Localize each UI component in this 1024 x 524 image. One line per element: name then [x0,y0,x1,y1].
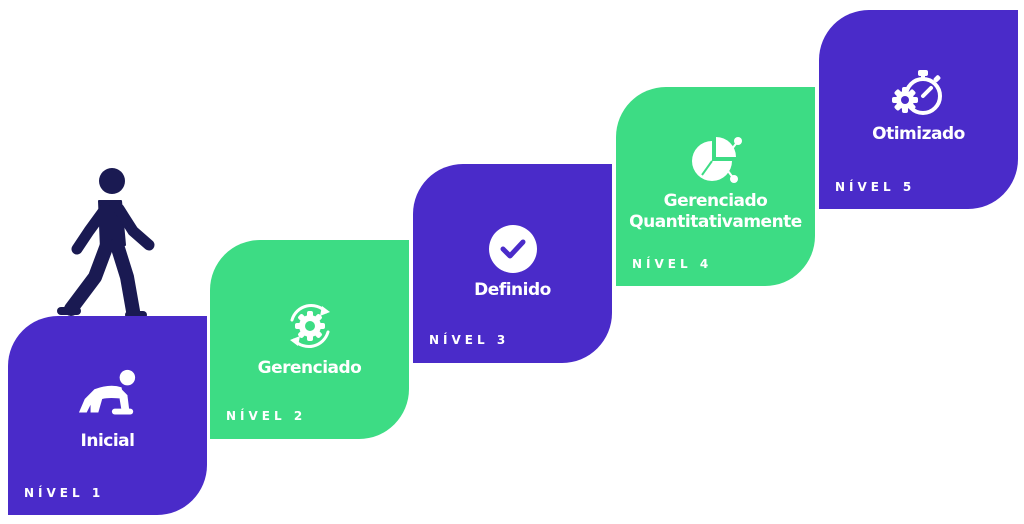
step-level-2: Gerenciado NÍVEL 2 [210,240,409,439]
step-level-label: NÍVEL 4 [632,257,713,271]
step-level-label: NÍVEL 3 [429,333,510,347]
step-level-4: Gerenciado Quantitativamente NÍVEL 4 [616,87,815,286]
step-level-label: NÍVEL 1 [24,486,105,500]
step-level-5: Otimizado NÍVEL 5 [819,10,1018,209]
step-level-3: Definido NÍVEL 3 [413,164,612,363]
check-circle-icon [488,224,538,274]
step-title: Definido [474,280,551,300]
step-level-label: NÍVEL 2 [226,409,307,423]
step-title: Gerenciado [257,358,362,378]
crouching-runner-icon [77,366,139,428]
step-level-label: NÍVEL 5 [835,180,916,194]
gear-cycle-icon [282,298,338,354]
step-title: Inicial [80,431,135,451]
step-title: Otimizado [872,124,965,144]
step-title: Gerenciado Quantitativamente [629,191,802,232]
stopwatch-gear-icon [891,66,947,122]
step-level-1: Inicial NÍVEL 1 [8,316,207,515]
pie-chart-nodes-icon [688,131,744,187]
walking-person-icon [55,165,155,320]
